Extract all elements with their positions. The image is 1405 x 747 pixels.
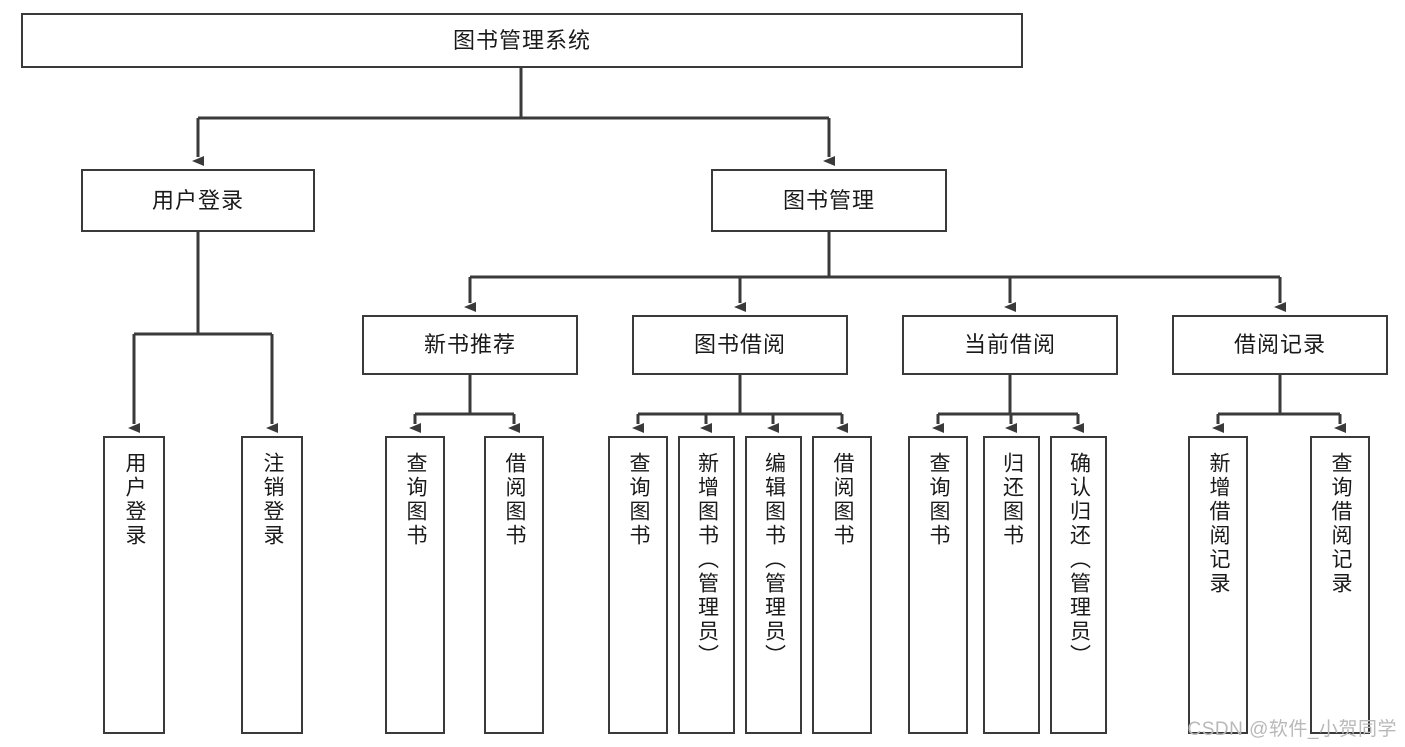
node-leaf-user-login-label: 用户登录 [123,452,147,548]
node-leaf-query-book-cur-label: 查询图书 [927,452,951,548]
node-leaf-edit-book-label: 编辑图书（管理员） [762,452,786,668]
node-leaf-user-login[interactable]: 用户登录 [103,436,165,734]
node-leaf-query-book-bo[interactable]: 查询图书 [608,436,668,734]
watermark: CSDN @软件_小贺同学 [1187,719,1397,740]
node-book-manage-label: 图书管理 [782,187,875,213]
node-leaf-query-book-rec[interactable]: 查询图书 [385,436,445,734]
node-leaf-query-book-rec-label: 查询图书 [404,452,428,548]
node-root[interactable]: 图书管理系统 [21,13,1023,68]
node-leaf-confirm-return-label: 确认归还（管理员） [1067,452,1091,668]
node-current-borrow[interactable]: 当前借阅 [902,315,1118,375]
node-borrow-record[interactable]: 借阅记录 [1172,315,1388,375]
node-leaf-return-book[interactable]: 归还图书 [983,436,1040,734]
node-book-borrow-label: 图书借阅 [693,332,786,358]
node-current-borrow-label: 当前借阅 [963,332,1056,358]
node-leaf-query-record-label: 查询借阅记录 [1329,452,1353,596]
node-borrow-record-label: 借阅记录 [1233,332,1326,358]
node-book-manage[interactable]: 图书管理 [711,169,947,232]
node-leaf-add-book-label: 新增图书（管理员） [695,452,719,668]
node-leaf-borrow-book-rec-label: 借阅图书 [503,452,527,548]
node-leaf-return-book-label: 归还图书 [1000,452,1024,548]
node-new-book-rec-label: 新书推荐 [423,332,516,358]
node-new-book-rec[interactable]: 新书推荐 [362,315,578,375]
node-leaf-add-record[interactable]: 新增借阅记录 [1188,436,1248,734]
node-user-login-label: 用户登录 [151,187,244,213]
node-leaf-borrow-book-bo[interactable]: 借阅图书 [812,436,872,734]
node-leaf-logout[interactable]: 注销登录 [241,436,303,734]
node-leaf-borrow-book-rec[interactable]: 借阅图书 [484,436,544,734]
node-leaf-borrow-book-bo-label: 借阅图书 [831,452,855,548]
node-leaf-add-record-label: 新增借阅记录 [1207,452,1231,596]
node-user-login[interactable]: 用户登录 [81,169,315,232]
node-leaf-query-record[interactable]: 查询借阅记录 [1310,436,1370,734]
node-root-label: 图书管理系统 [452,27,591,53]
node-book-borrow[interactable]: 图书借阅 [632,315,848,375]
node-leaf-confirm-return[interactable]: 确认归还（管理员） [1050,436,1107,734]
node-leaf-logout-label: 注销登录 [261,452,285,548]
node-leaf-add-book[interactable]: 新增图书（管理员） [678,436,735,734]
node-leaf-query-book-bo-label: 查询图书 [627,452,651,548]
node-leaf-edit-book[interactable]: 编辑图书（管理员） [745,436,802,734]
node-leaf-query-book-cur[interactable]: 查询图书 [908,436,968,734]
